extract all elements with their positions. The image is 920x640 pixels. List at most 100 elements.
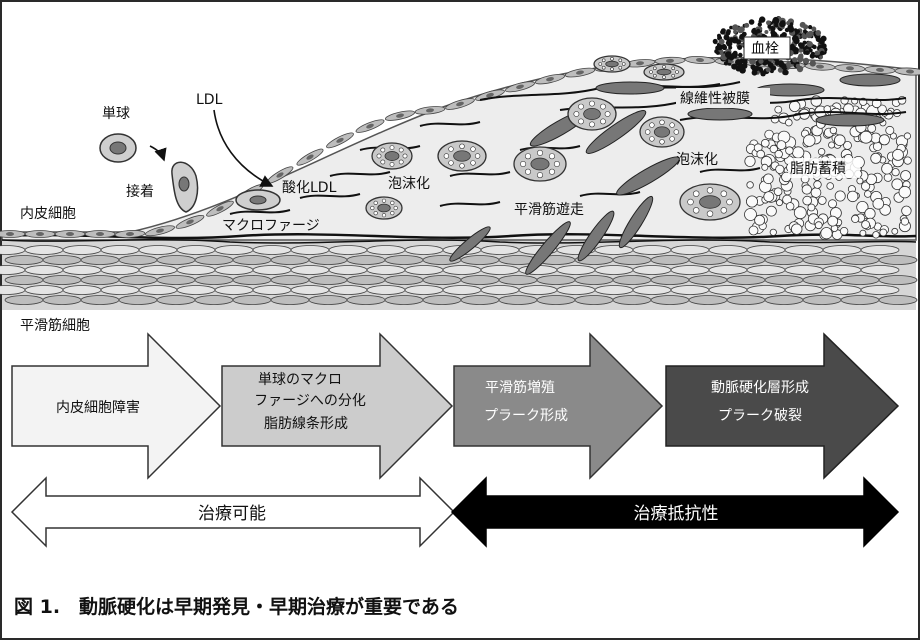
smooth-muscle-cell xyxy=(404,285,444,295)
endothelial-nucleus xyxy=(486,92,494,98)
smooth-muscle-cell xyxy=(784,265,824,275)
lipid-droplet xyxy=(763,173,774,185)
platelet xyxy=(766,20,771,26)
platelet xyxy=(781,32,787,38)
smooth-muscle-cell xyxy=(42,275,82,285)
foam-cell-label-2: 泡沫化 xyxy=(676,152,718,168)
endothelial-nucleus xyxy=(96,232,104,236)
platelet xyxy=(741,63,748,69)
foam-cell xyxy=(365,196,403,220)
smooth-muscle-migration-label: 平滑筋遊走 xyxy=(514,201,584,218)
smooth-muscle-cell xyxy=(594,265,634,275)
stage-arrow-3: 平滑筋増殖 プラーク形成 xyxy=(453,332,664,480)
endothelial-nucleus xyxy=(306,154,314,160)
platelet xyxy=(767,24,772,29)
platelet xyxy=(791,45,796,51)
foam-cell xyxy=(371,142,413,170)
platelet xyxy=(774,23,779,28)
foam-cell xyxy=(437,140,487,172)
smooth-muscle-cell xyxy=(670,265,710,275)
platelet xyxy=(774,59,781,66)
lipid-droplet xyxy=(859,130,873,144)
smooth-muscle-cell xyxy=(384,255,424,265)
lipid-droplet xyxy=(813,180,822,189)
smooth-muscle-cell xyxy=(156,295,196,305)
platelet xyxy=(732,24,739,31)
resistant-label: 治療抵抗性 xyxy=(634,504,719,524)
lipid-core xyxy=(744,95,912,241)
platelet xyxy=(771,65,777,71)
platelet xyxy=(808,48,813,53)
lipid-droplet xyxy=(898,185,912,199)
lipid-droplet xyxy=(891,168,900,177)
endothelial-nucleus xyxy=(576,70,584,75)
lipid-droplet xyxy=(885,125,895,135)
smooth-muscle-cell xyxy=(688,275,728,285)
platelet xyxy=(744,22,750,28)
lipid-droplet xyxy=(744,208,757,221)
stage-2-line-1: 単球のマクロ xyxy=(258,372,342,388)
lipid-droplet xyxy=(828,199,838,209)
lipid-droplet xyxy=(860,181,871,191)
smooth-muscle-cell xyxy=(442,265,482,275)
lipid-droplet xyxy=(827,215,839,227)
platelet xyxy=(819,55,823,59)
endothelial-nucleus xyxy=(366,123,374,129)
platelet xyxy=(819,50,825,56)
smooth-muscle-cell xyxy=(536,275,576,285)
platelet xyxy=(717,33,721,38)
smooth-muscle-cell xyxy=(556,265,596,275)
lipid-droplet xyxy=(766,205,777,217)
smooth-muscle-cell xyxy=(556,285,596,295)
endothelial-nucleus xyxy=(276,172,284,178)
smooth-muscle-cell xyxy=(404,245,444,255)
smooth-muscle-cell xyxy=(100,265,140,275)
lipid-droplet xyxy=(820,227,833,240)
smooth-muscle-cell xyxy=(708,285,748,295)
smooth-muscle-cell xyxy=(670,245,710,255)
adhesion-label: 接着 xyxy=(126,183,154,200)
smooth-muscle-cell xyxy=(62,285,102,295)
smooth-muscle-cell xyxy=(480,285,520,295)
endothelial-nucleus xyxy=(666,58,674,63)
smooth-muscle-cell xyxy=(650,275,690,285)
platelet xyxy=(796,65,804,73)
lipid-droplet xyxy=(754,214,765,226)
smooth-muscle-cell xyxy=(726,275,766,285)
smooth-muscle-cell xyxy=(764,255,804,265)
smooth-muscle-cell xyxy=(24,265,64,275)
smooth-muscle-cell xyxy=(346,275,386,285)
stage-4-line-1: 動脈硬化層形成 xyxy=(711,380,809,396)
platelet xyxy=(754,65,760,72)
platelet xyxy=(795,29,801,34)
stage-3-line-2: プラーク形成 xyxy=(484,408,568,424)
smooth-muscle-cell xyxy=(328,265,368,275)
smooth-muscle-cell xyxy=(746,265,786,275)
smooth-muscle-cell xyxy=(632,285,672,295)
smooth-muscle-cell xyxy=(252,285,292,295)
adhering-monocyte-cell xyxy=(171,161,199,213)
smooth-muscle-cell xyxy=(4,295,44,305)
lipid-droplet xyxy=(856,177,864,185)
platelet xyxy=(731,63,738,70)
lipid-droplet xyxy=(789,100,801,113)
platelet xyxy=(806,41,813,48)
platelet xyxy=(803,57,810,64)
stage-4-line-2: プラーク破裂 xyxy=(718,408,802,424)
smooth-muscle-cell xyxy=(878,275,918,285)
smooth-muscle-cell xyxy=(138,265,178,275)
platelet xyxy=(815,30,822,36)
smooth-muscle-cell xyxy=(764,295,804,305)
smooth-muscle-cell xyxy=(80,295,120,305)
smooth-muscle-cell xyxy=(422,275,462,285)
smooth-muscle-cell xyxy=(650,255,690,265)
smooth-muscle-cell xyxy=(156,275,196,285)
endothelial-nucleus xyxy=(876,67,884,72)
smooth-muscle-cell xyxy=(650,295,690,305)
lipid-droplet xyxy=(867,123,877,133)
smooth-muscle-cell xyxy=(176,265,216,275)
smooth-muscle-cell xyxy=(726,255,766,265)
smooth-muscle-cell xyxy=(878,255,918,265)
platelet xyxy=(765,67,771,73)
